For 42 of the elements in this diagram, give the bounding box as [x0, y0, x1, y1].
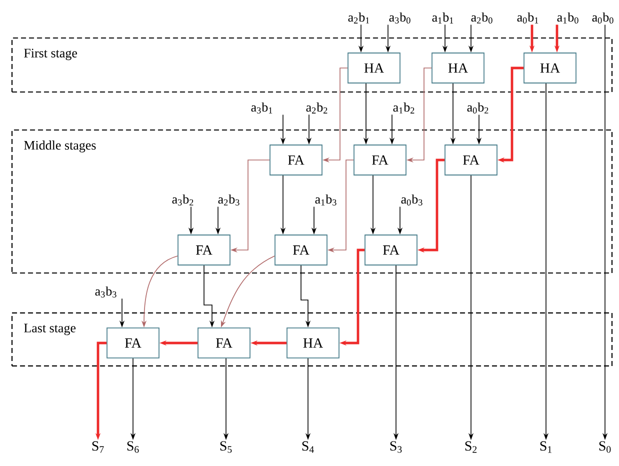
input-label: a$_{3}$b$_{2}$ — [172, 194, 194, 206]
input-label: a$_{2}$b$_{2}$ — [306, 102, 328, 114]
output-label: S$_{7}$ — [92, 441, 104, 453]
adder-box: HA — [286, 328, 340, 358]
input-label: a$_{1}$b$_{2}$ — [393, 102, 414, 114]
adder-box: FA — [106, 328, 160, 358]
adder-box: HA — [432, 52, 484, 84]
input-label: a$_{3}$b$_{1}$ — [251, 102, 272, 114]
input-label: a$_{0}$b$_{3}$ — [401, 194, 422, 206]
adder-box: HA — [348, 52, 400, 84]
input-label: a$_{2}$b$_{3}$ — [218, 194, 240, 206]
stage-heading: Middle stages — [24, 140, 96, 152]
stage-band — [11, 37, 613, 93]
adder-box: FA — [364, 234, 418, 266]
output-label: S$_{2}$ — [465, 441, 477, 453]
input-label: a$_{1}$b$_{0}$ — [557, 12, 578, 24]
input-label: a$_{0}$b$_{2}$ — [467, 102, 488, 114]
output-label: S$_{6}$ — [127, 441, 139, 453]
stage-heading: First stage — [24, 48, 77, 60]
input-label: a$_{2}$b$_{0}$ — [471, 12, 492, 24]
output-label: S$_{5}$ — [220, 441, 232, 453]
output-label: S$_{3}$ — [390, 441, 402, 453]
adder-box: HA — [524, 52, 576, 84]
input-label: a$_{0}$b$_{1}$ — [517, 12, 538, 24]
stage-band — [11, 312, 613, 367]
adder-box: FA — [444, 144, 498, 176]
stage-heading: Last stage — [24, 324, 76, 336]
adder-box: FA — [178, 234, 230, 266]
adder-box: FA — [270, 144, 322, 176]
output-label: S$_{4}$ — [302, 441, 314, 453]
input-label: a$_{1}$b$_{1}$ — [432, 12, 454, 24]
input-label: a$_{3}$b$_{0}$ — [389, 12, 410, 24]
output-label: S$_{0}$ — [599, 441, 611, 453]
adder-box: FA — [354, 144, 406, 176]
adder-box: FA — [198, 328, 250, 358]
input-label: a$_{3}$b$_{3}$ — [95, 286, 116, 298]
input-label: a$_{2}$b$_{1}$ — [348, 12, 370, 24]
input-label: a$_{0}$b$_{0}$ — [592, 12, 614, 24]
adder-box: FA — [274, 234, 328, 266]
stage-band — [11, 129, 613, 274]
output-label: S$_{1}$ — [540, 441, 552, 453]
input-label: a$_{1}$b$_{3}$ — [315, 194, 336, 206]
